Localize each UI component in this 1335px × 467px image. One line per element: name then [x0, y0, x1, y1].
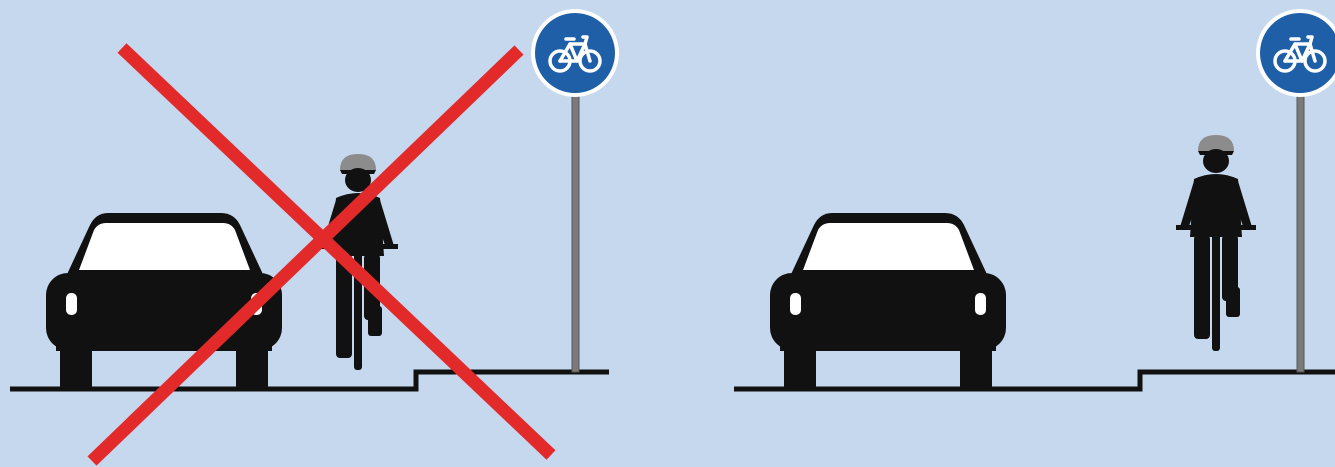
car-icon [46, 213, 282, 389]
road-curb-line [10, 372, 609, 389]
panel-wrong-example [10, 9, 619, 461]
bicycle-path-sign-icon [1256, 9, 1335, 97]
cyclist-icon [1176, 135, 1256, 351]
panel-correct-example [734, 9, 1335, 389]
sign-pole [1297, 92, 1304, 372]
sign-pole [572, 92, 579, 372]
bicycle-path-sign-icon [531, 9, 619, 97]
car-icon [770, 213, 1006, 389]
road-curb-line [734, 372, 1335, 389]
